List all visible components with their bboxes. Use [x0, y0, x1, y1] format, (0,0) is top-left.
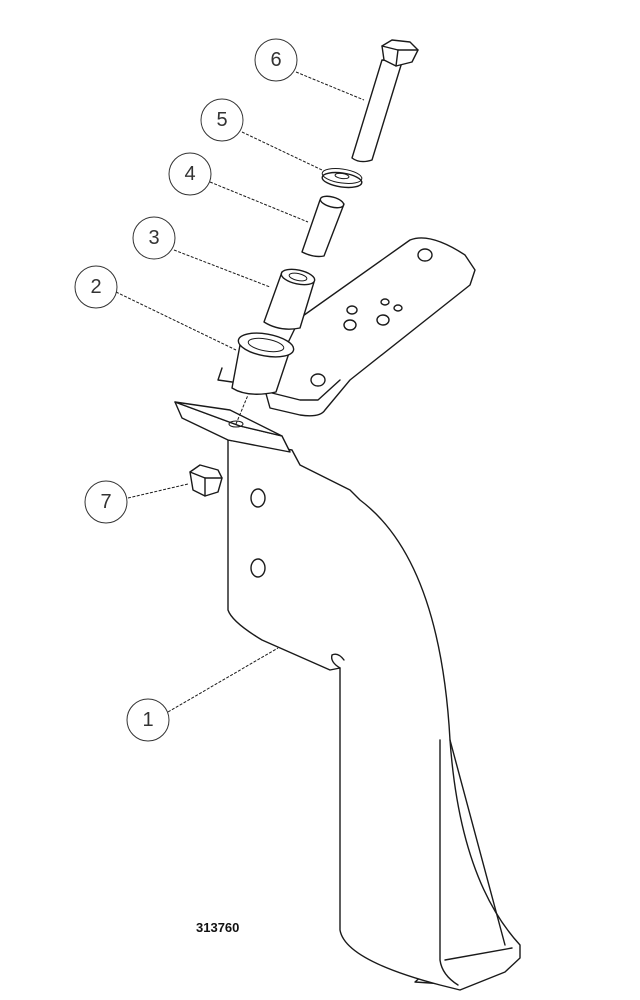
washer [321, 168, 363, 189]
callout-label-4: 4 [184, 163, 195, 185]
drawing-number: 313760 [196, 920, 239, 935]
sleeve [301, 195, 345, 258]
leader-1 [167, 647, 279, 713]
leader-3 [173, 249, 271, 288]
bushing [263, 268, 316, 330]
leader-5 [241, 131, 323, 171]
callout-6: 6 [254, 38, 298, 82]
callout-label-5: 5 [216, 109, 227, 131]
callout-label-1: 1 [142, 709, 153, 731]
leader-7 [127, 483, 189, 499]
callout-5: 5 [200, 98, 244, 142]
callout-3: 3 [132, 216, 176, 260]
callout-label-3: 3 [148, 227, 159, 249]
leader-lines [115, 71, 365, 713]
outer-bushing [217, 332, 295, 395]
mounting-plate [264, 237, 476, 417]
callout-1: 1 [126, 698, 170, 742]
callout-4: 4 [168, 152, 212, 196]
leader-6 [295, 71, 365, 101]
callout-label-7: 7 [100, 491, 111, 513]
leader-4 [209, 181, 309, 223]
nut [189, 464, 223, 497]
leader-2 [115, 291, 237, 351]
callout-label-6: 6 [270, 49, 281, 71]
callout-2: 2 [74, 265, 118, 309]
bolt [351, 39, 419, 163]
callout-7: 7 [84, 480, 128, 524]
callout-label-2: 2 [90, 276, 101, 298]
main-bracket [174, 401, 521, 991]
assembly-axis [235, 394, 249, 425]
